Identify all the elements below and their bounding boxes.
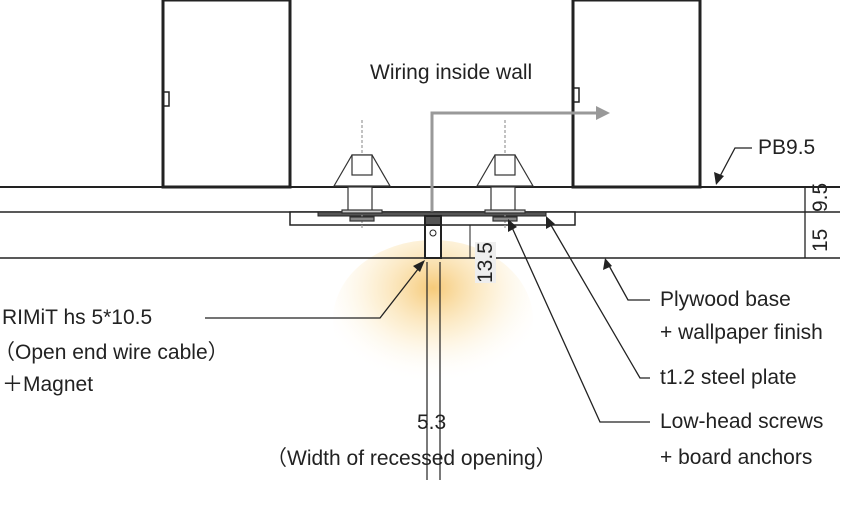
leader-arrows bbox=[413, 172, 724, 272]
screws-label-2: + board anchors bbox=[660, 446, 813, 469]
dimension-depth: 13.5 bbox=[474, 242, 497, 283]
rimit-label-3: ＋Magnet bbox=[2, 373, 94, 396]
width-value: 5.3 bbox=[417, 411, 447, 434]
wiring-label: Wiring inside wall bbox=[370, 61, 533, 84]
wiring-arrow bbox=[596, 106, 610, 120]
rimit-label-2: （Open end wire cable） bbox=[0, 341, 229, 364]
pb-label: PB9.5 bbox=[758, 136, 816, 159]
plywood-label-1: Plywood base bbox=[660, 288, 791, 311]
light-glow bbox=[333, 240, 533, 400]
board-anchors bbox=[332, 120, 535, 230]
dimension-pb: 9.5 bbox=[809, 182, 832, 212]
wiring-line bbox=[430, 111, 598, 212]
steel-plate-label: t1.2 steel plate bbox=[660, 366, 797, 389]
screws-label-1: Low-head screws bbox=[660, 410, 824, 433]
width-caption: （Width of recessed opening） bbox=[266, 447, 557, 470]
plywood-label-2: + wallpaper finish bbox=[660, 321, 823, 344]
leaders bbox=[205, 147, 806, 423]
rimit-label-1: RIMiT hs 5*10.5 bbox=[2, 306, 153, 329]
dimension-total: 15 bbox=[809, 228, 832, 252]
light-fixture bbox=[424, 215, 442, 480]
